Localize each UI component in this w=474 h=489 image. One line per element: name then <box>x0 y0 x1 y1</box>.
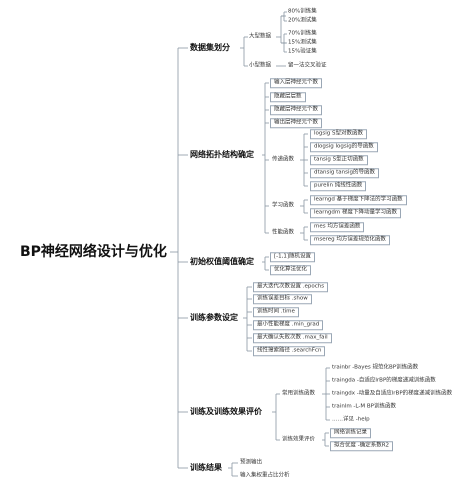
branch-init-weights: 初始权值阈值确定 <box>190 257 254 266</box>
leaf-train-70: 70%训练集 <box>288 30 317 37</box>
leaf-dlogsig: dlogsig logsig的导函数 <box>310 142 378 152</box>
leaf-min-grad: 最小性能梯度 .min_grad <box>253 320 324 330</box>
branch-train-result: 训练结果 <box>190 463 222 472</box>
leaf-weight-analysis: 输入集权重占比分析 <box>240 472 290 479</box>
leaf-show: 训练误差目标 .show <box>253 294 312 304</box>
leaf-output-neurons: 输出层神经元个数 <box>270 118 323 128</box>
leaf-trainbr: trainbr -Bayes 规范化BP训练函数 <box>332 364 419 371</box>
leaf-logsig: logsig S型对数函数 <box>310 129 368 139</box>
leaf-hidden-neurons: 隐藏层神经元个数 <box>270 105 323 115</box>
leaf-train-record: 网络训练记录 <box>330 428 372 438</box>
leaf-dtansig: dtansig tansig的导函数 <box>310 168 380 178</box>
leaf-test-20: 20%测试集 <box>288 17 317 24</box>
leaf-learngd: learngd 基于梯度下降法的学习函数 <box>310 195 407 205</box>
leaf-test-15: 15%测试集 <box>288 39 317 46</box>
group-small-data: 小型数据 <box>249 62 272 69</box>
leaf-msereg: msereg 均方误差规范化函数 <box>310 235 390 245</box>
leaf-opt-init: 优化算法优化 <box>270 265 312 275</box>
branch-train-eval: 训练及训练效果评价 <box>190 407 262 416</box>
root-title: BP神经网络设计与优化 <box>20 244 167 260</box>
leaf-mes: mes 均方误差函数 <box>310 222 365 232</box>
group-performance-fn: 性能函数 <box>272 229 295 236</box>
group-learning-fn: 学习函数 <box>272 202 295 209</box>
leaf-time: 训练时间 .time <box>253 307 299 317</box>
leaf-help: ……详见 -help <box>332 416 370 423</box>
branch-train-params: 训练参数设定 <box>190 313 238 322</box>
leaf-input-neurons: 输入层神经元个数 <box>270 78 323 88</box>
group-large-data: 大型数据 <box>249 33 272 40</box>
leaf-tansig: tansig S型正切函数 <box>310 155 368 165</box>
leaf-purelin: purelin 纯线性函数 <box>310 181 367 191</box>
leaf-train-80: 80%训练集 <box>288 8 317 15</box>
leaf-max-fail: 最大确认失败次数 .max_fail <box>253 333 332 343</box>
leaf-loocv: 留一法交叉验证 <box>288 62 327 69</box>
leaf-random-init: [-1,1]随机设置 <box>270 252 316 262</box>
leaf-r2: 拟合优度 -确定系数R2 <box>330 441 394 451</box>
leaf-learngdm: learngdm 梯度下降动量学习函数 <box>310 208 402 218</box>
group-common-train-fn: 常用训练函数 <box>282 390 316 397</box>
leaf-hidden-layers: 隐藏层层数 <box>270 92 306 102</box>
leaf-val-15: 15%验证集 <box>288 48 317 55</box>
leaf-trainlm: trainlm -L-M BP训练函数 <box>332 403 396 410</box>
group-train-eval: 训练效果评价 <box>282 436 316 443</box>
branch-topology: 网络拓扑结构确定 <box>190 150 254 159</box>
leaf-epochs: 最大迭代次数设置 .epochs <box>253 282 329 292</box>
leaf-search-fcn: 线性搜索路径 .searchFcn <box>253 346 326 356</box>
branch-dataset-split: 数据集划分 <box>190 43 230 52</box>
leaf-traingda: traingda -自适应lrBP的梯度递减训练函数 <box>332 377 436 384</box>
leaf-traingdx: traingdx -动量及自适应lrBP的梯度递减训练函数 <box>332 390 453 397</box>
leaf-predict-output: 预测输出 <box>240 459 263 466</box>
group-transfer-fn: 传递函数 <box>272 156 295 163</box>
